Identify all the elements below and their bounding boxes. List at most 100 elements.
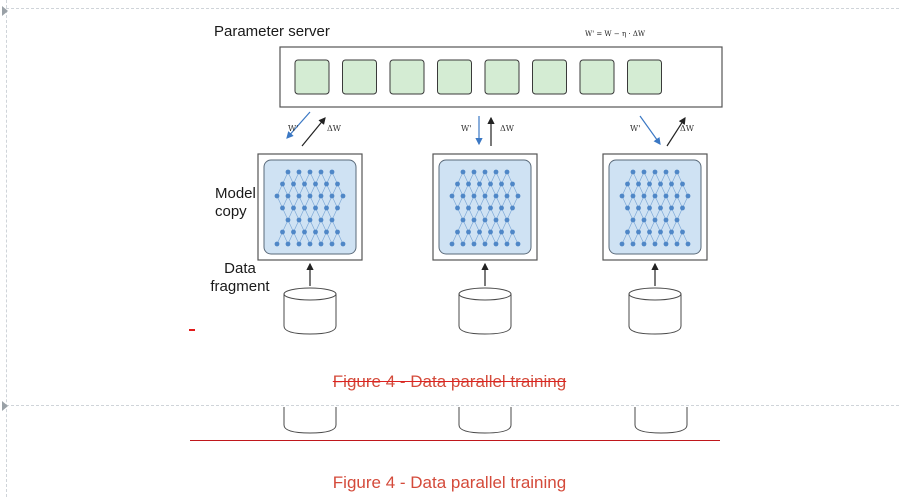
nn-node-1 — [307, 169, 313, 175]
weights-arrow-1 — [286, 111, 311, 139]
nn-node-2 — [455, 181, 460, 187]
nn-node-1 — [291, 229, 296, 235]
nn-node-1 — [335, 205, 340, 211]
nn-node-1 — [329, 217, 335, 223]
parameter-cell — [484, 59, 520, 95]
nn-node-3 — [658, 205, 663, 211]
nn-node-3 — [669, 229, 674, 235]
lower-cylinder-fragments — [283, 407, 688, 434]
nn-node-2 — [482, 193, 488, 199]
figure-caption[interactable]: Figure 4 - Data parallel training — [332, 473, 567, 492]
nn-node-1 — [307, 217, 313, 223]
nn-node-1 — [318, 241, 324, 247]
deleted-figure-caption[interactable]: Figure 4 - Data parallel training — [332, 372, 567, 391]
lower-cylinder-1 — [283, 407, 337, 434]
parameter-cell — [627, 59, 662, 95]
arrow-down-label-1: W' — [288, 124, 299, 133]
nn-node-3 — [663, 169, 669, 175]
nn-node-1 — [285, 169, 291, 175]
nn-node-3 — [652, 169, 658, 175]
nn-node-2 — [488, 229, 493, 235]
nn-node-2 — [504, 193, 510, 199]
nn-node-3 — [674, 193, 680, 199]
nn-node-1 — [313, 205, 318, 211]
model-copy-inner-2 — [438, 159, 532, 255]
nn-node-2 — [449, 241, 455, 247]
nn-node-2 — [482, 217, 488, 223]
nn-node-3 — [658, 181, 663, 187]
parameter-cell — [294, 59, 330, 95]
guide-vertical — [6, 0, 7, 497]
nn-node-1 — [296, 169, 302, 175]
nn-node-3 — [630, 169, 636, 175]
nn-node-3 — [663, 193, 669, 199]
nn-node-3 — [685, 193, 691, 199]
nn-node-3 — [652, 241, 658, 247]
model-copy-label: Model copy — [215, 185, 256, 221]
nn-node-1 — [324, 205, 329, 211]
nn-node-3 — [641, 169, 647, 175]
nn-node-3 — [680, 205, 685, 211]
nn-node-2 — [499, 205, 504, 211]
nn-node-3 — [619, 193, 625, 199]
data-fragment-label-line2: fragment — [210, 278, 270, 295]
data-parallel-diagram[interactable]: Parameter server W' = W − η · ΔW Model c… — [190, 14, 730, 344]
nn-node-2 — [471, 193, 477, 199]
nn-node-1 — [285, 193, 291, 199]
nn-node-2 — [449, 193, 455, 199]
nn-node-1 — [296, 193, 302, 199]
nn-node-1 — [280, 229, 285, 235]
nn-node-2 — [477, 229, 482, 235]
data-fragment-cylinder-top-3 — [628, 287, 682, 301]
arrow-up-label-2: ΔW — [500, 124, 514, 133]
nn-node-3 — [652, 217, 658, 223]
nn-node-3 — [625, 205, 630, 211]
nn-node-3 — [658, 229, 663, 235]
nn-node-3 — [636, 205, 641, 211]
nn-node-1 — [318, 217, 324, 223]
nn-node-2 — [455, 205, 460, 211]
nn-node-1 — [324, 229, 329, 235]
arrow-up-label-3: ΔW — [680, 124, 694, 133]
nn-node-3 — [619, 241, 625, 247]
nn-node-1 — [280, 181, 285, 187]
guide-horizontal-middle — [6, 405, 899, 406]
nn-node-2 — [510, 229, 515, 235]
nn-node-3 — [636, 181, 641, 187]
parameter-cell — [342, 59, 377, 95]
gradient-arrow-3 — [666, 116, 686, 147]
nn-node-2 — [493, 241, 499, 247]
nn-node-2 — [471, 169, 477, 175]
data-fragment-cylinder-3 — [628, 294, 682, 335]
nn-node-2 — [482, 169, 488, 175]
nn-node-2 — [499, 229, 504, 235]
nn-node-1 — [302, 229, 307, 235]
nn-node-3 — [630, 217, 636, 223]
nn-node-2 — [493, 169, 499, 175]
parameter-cell — [389, 59, 425, 95]
nn-node-2 — [488, 205, 493, 211]
nn-node-2 — [466, 229, 471, 235]
nn-node-1 — [291, 205, 296, 211]
nn-node-3 — [641, 241, 647, 247]
nn-node-1 — [285, 217, 291, 223]
nn-node-3 — [652, 193, 658, 199]
parameter-cell — [532, 59, 567, 95]
nn-node-1 — [296, 241, 302, 247]
nn-node-2 — [488, 181, 493, 187]
diagram-canvas — [257, 46, 723, 335]
nn-node-3 — [674, 169, 680, 175]
arrow-down-label-3: W' — [630, 124, 641, 133]
parameter-server-label: Parameter server — [214, 23, 330, 40]
parameter-cell — [579, 59, 615, 95]
nn-node-2 — [460, 217, 466, 223]
nn-node-2 — [466, 205, 471, 211]
data-fragment-label-line1: Data — [224, 260, 256, 277]
nn-node-1 — [318, 193, 324, 199]
nn-node-1 — [329, 241, 335, 247]
nn-node-1 — [285, 241, 291, 247]
data-fragment-cylinder-top-2 — [458, 287, 512, 301]
nn-node-3 — [680, 229, 685, 235]
nn-node-1 — [324, 181, 329, 187]
nn-node-2 — [515, 241, 521, 247]
